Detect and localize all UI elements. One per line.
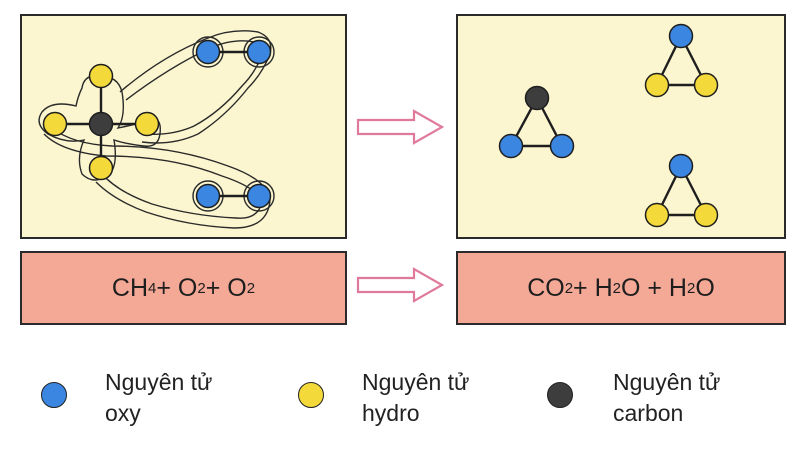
legend-hydrogen-line1: Nguyên tử [362,369,470,395]
equation-text: + H [573,273,613,302]
legend-carbon-line2: carbon [613,400,684,426]
legend-oxygen-label: Nguyên tử oxy [105,367,212,429]
equation-text: CO [527,273,565,302]
oxygen-atom [246,183,272,209]
legend-carbon-dot [547,382,573,408]
hydrogen-atom [134,111,160,137]
hydrogen-atom [644,202,670,228]
products-molecules [498,23,719,228]
methane-outline [38,75,161,181]
oxygen-atom [195,39,221,65]
equation-text: O + H [621,273,687,302]
oxygen-atom [246,39,272,65]
hydrogen-atom [88,63,114,89]
legend-hydrogen-line2: hydro [362,400,420,426]
hydrogen-atom [88,155,114,181]
reactants-panel [20,14,347,239]
oxygen-atom [668,23,694,49]
legend-hydrogen-dot [298,382,324,408]
carbon-atom [88,111,114,137]
hydrogen-atom [644,72,670,98]
hydrogen-atom [693,202,719,228]
bottom-link-outline [43,133,263,219]
legend-carbon-label: Nguyên tử carbon [613,367,720,429]
legend-oxygen-line1: Nguyên tử [105,369,213,395]
equation-subscript: 2 [246,279,256,297]
equation-text: + O [156,273,198,302]
products-panel [456,14,786,239]
equation-text: + O [205,273,247,302]
legend-oxygen-dot [41,382,67,408]
equation-subscript: 4 [148,279,157,297]
oxygen-atom [195,183,221,209]
equation-subscript: 2 [197,279,206,297]
reaction-arrow-bottom [356,267,445,303]
carbon-atom [524,85,550,111]
reactants-molecules [38,30,275,229]
hydrogen-atom [693,72,719,98]
oxygen-atom [668,153,694,179]
hydrogen-atom [42,111,68,137]
equation-text: CH [111,273,149,302]
equation-subscript: 2 [687,279,696,297]
legend-oxygen-line2: oxy [105,400,141,426]
equation-subscript: 2 [612,279,621,297]
equation-subscript: 2 [564,279,574,297]
oxygen-atom [549,133,575,159]
oxygen-atom [498,133,524,159]
legend-hydrogen-label: Nguyên tử hydro [362,367,469,429]
reaction-arrow-top [356,109,445,145]
equation-text: O [695,273,715,302]
legend-carbon-line1: Nguyên tử [613,369,721,395]
